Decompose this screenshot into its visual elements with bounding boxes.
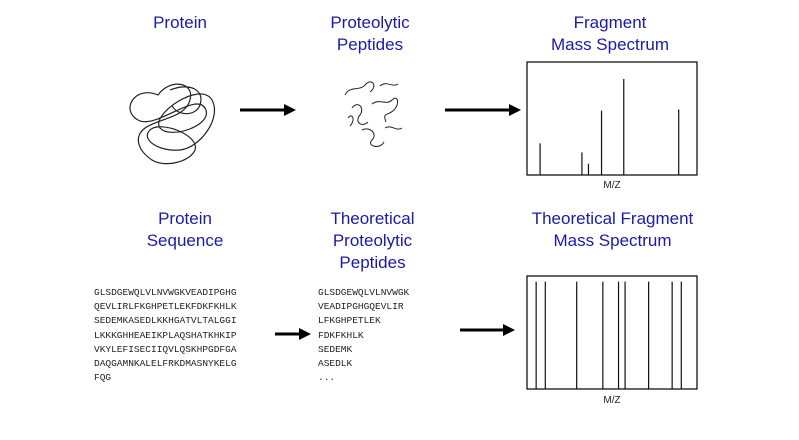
sequence-line: LKKKGHHEAEIKPLAQSHATKHKIP bbox=[94, 329, 237, 341]
theoretical-spectrum-frame bbox=[526, 275, 698, 390]
peptide-line: VEADIPGHGQEVLIR bbox=[318, 301, 404, 313]
fragment-spectrum-peaks bbox=[539, 78, 680, 175]
sequence-line: DAQGAMNKALELFRKDMASNYKELG bbox=[94, 358, 237, 370]
arrow-right-icon bbox=[460, 324, 515, 336]
protein-title: Protein bbox=[153, 13, 207, 32]
arrow-right-icon bbox=[240, 104, 296, 116]
fragment-spectrum-frame bbox=[526, 61, 698, 176]
theoretical-spectrum-peaks bbox=[535, 281, 682, 389]
peptide-line: LFKGHPETLEK bbox=[318, 315, 381, 327]
peptide-line: SEDEMK bbox=[318, 343, 353, 355]
sequence-line: FQG bbox=[94, 372, 112, 384]
theoretical-spectrum-title: Theoretical Fragment Mass Spectrum bbox=[531, 209, 694, 250]
peptide-line: ASEDLK bbox=[318, 358, 353, 370]
sequence-line: VKYLEFISECIIQVLQSKHPGDFGA bbox=[94, 343, 237, 355]
theoretical-peptides-title: Theoretical Proteolytic Peptides bbox=[330, 209, 415, 272]
peptide-list: GLSDGEWQLVLNVWGK VEADIPGHGQEVLIR LFKGHPETL… bbox=[318, 286, 409, 385]
sequence-line: GLSDGEWQLVLNVWGKVEADIPGHG bbox=[94, 287, 237, 298]
sequence-line: SEDEMKASEDLKKHGATVLTALGGI bbox=[94, 315, 237, 327]
fragment-spectrum-xlabel: M/Z bbox=[603, 180, 621, 191]
arrow-right-icon bbox=[275, 328, 311, 340]
peptide-line: GLSDGEWQLVLNVWGK bbox=[318, 287, 410, 298]
peptide-fragments-icon bbox=[344, 81, 403, 147]
protein-coil-icon bbox=[129, 83, 215, 165]
protein-sequence-title: Protein Sequence bbox=[146, 209, 224, 250]
theoretical-spectrum-xlabel: M/Z bbox=[603, 395, 621, 406]
sequence-line: QEVLIRLFKGHPETLEKFDKFKHLK bbox=[94, 301, 237, 313]
fragment-spectrum-title: Fragment Mass Spectrum bbox=[550, 13, 670, 54]
peptide-line: FDKFKHLK bbox=[318, 329, 364, 341]
proteolytic-peptides-title: Proteolytic Peptides bbox=[330, 13, 410, 54]
arrow-right-icon bbox=[445, 104, 521, 116]
peptide-line: ... bbox=[318, 372, 336, 384]
protein-sequence-text: GLSDGEWQLVLNVWGKVEADIPGHG QEVLIRLFKGHPETL… bbox=[94, 286, 237, 385]
